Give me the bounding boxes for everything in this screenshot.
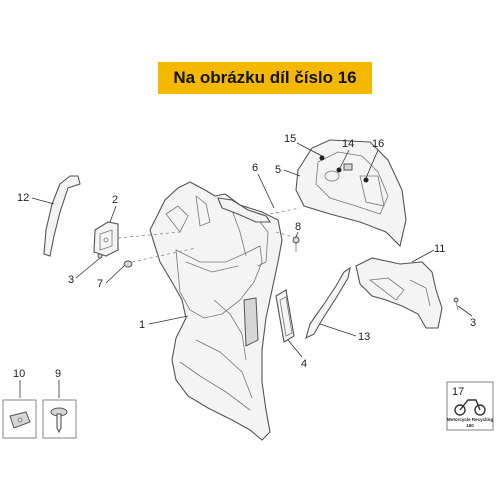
- part-10-clip-nut-box: [2, 399, 37, 439]
- part-13-trim: [305, 266, 351, 340]
- callout-11: 11: [411, 243, 445, 263]
- part-2-bracket: [93, 221, 119, 257]
- callout-2: 2: [109, 194, 118, 223]
- svg-text:3: 3: [470, 317, 476, 329]
- callout-1: 1: [139, 315, 189, 331]
- part-17-recycling-badge-box: 17 Motorcycle Recycling 160: [446, 381, 494, 431]
- callout-3-left: 3: [68, 257, 101, 286]
- svg-text:15: 15: [284, 133, 296, 145]
- part-5-glovebox-panel: [295, 139, 407, 248]
- part-1-inner-shield: [149, 181, 283, 441]
- svg-text:14: 14: [342, 138, 354, 150]
- part-12-handle-trim: [43, 175, 81, 257]
- svg-text:5: 5: [275, 164, 281, 176]
- recycling-badge-line1: Motorcycle Recycling: [447, 417, 494, 422]
- callout-16: 16: [365, 138, 384, 179]
- svg-text:7: 7: [97, 278, 103, 290]
- part-7-grommet: [123, 260, 133, 268]
- part-6-rubber-strip: [217, 197, 272, 223]
- part-11-bracket: [355, 257, 443, 329]
- svg-text:2: 2: [112, 194, 118, 206]
- callout-4: 4: [287, 339, 307, 370]
- svg-text:8: 8: [295, 221, 301, 233]
- callout-12: 12: [17, 192, 55, 205]
- part-3-screw-left: [97, 253, 103, 259]
- svg-text:10: 10: [13, 368, 25, 380]
- svg-text:11: 11: [434, 243, 445, 255]
- part-16-marker: [336, 167, 342, 173]
- callout-10: 10: [13, 368, 25, 398]
- callout-13: 13: [319, 323, 370, 343]
- callout-7: 7: [97, 265, 125, 290]
- part-14-marker: [363, 177, 369, 183]
- callout-5: 5: [275, 164, 301, 177]
- callout-3-right: 3: [457, 305, 476, 329]
- part-4-plate: [275, 289, 295, 343]
- svg-text:3: 3: [68, 274, 74, 286]
- svg-text:16: 16: [372, 138, 384, 150]
- recycling-badge-line2: 160: [466, 423, 474, 428]
- callout-9: 9: [55, 368, 61, 398]
- part-3-screw-right: [453, 297, 459, 311]
- callout-15: 15: [284, 133, 323, 157]
- part-number-banner: Na obrázku díl číslo 16: [158, 62, 372, 94]
- callout-14: 14: [339, 138, 354, 169]
- svg-text:13: 13: [358, 331, 370, 343]
- part-15-marker: [319, 155, 325, 161]
- svg-text:9: 9: [55, 368, 61, 380]
- svg-text:1: 1: [139, 319, 145, 331]
- svg-text:4: 4: [301, 358, 307, 370]
- banner-text: Na obrázku díl číslo 16: [173, 68, 357, 87]
- svg-text:12: 12: [17, 192, 29, 204]
- motorcycle-icon: [454, 399, 486, 416]
- part-9-push-rivet-box: [42, 399, 77, 439]
- callout-6: 6: [252, 162, 275, 209]
- callout-8: 8: [295, 221, 301, 238]
- svg-text:6: 6: [252, 162, 258, 174]
- part-8-screw: [292, 236, 300, 252]
- assembly-guide-lines: [117, 207, 301, 263]
- callout-17: 17: [452, 386, 464, 398]
